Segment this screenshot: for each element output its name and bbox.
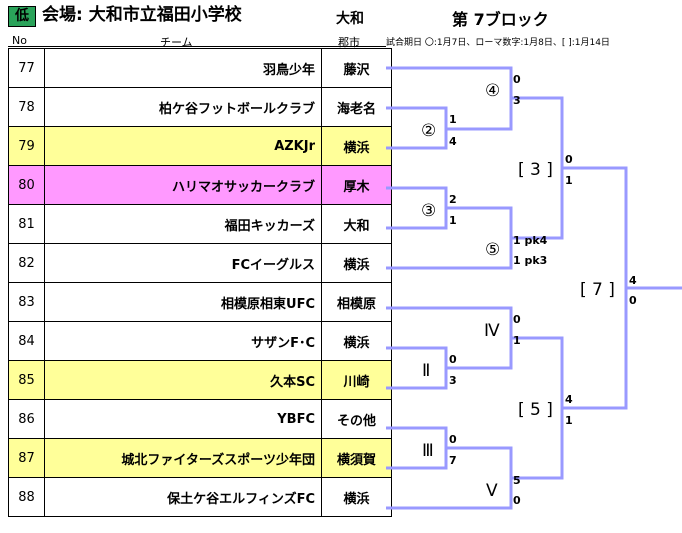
team-city: 藤沢 xyxy=(321,48,392,88)
match-label-m4: ④ xyxy=(485,81,500,101)
match-label-rIII: Ⅲ xyxy=(422,441,434,461)
match-label-rIV: Ⅳ xyxy=(484,321,500,341)
row-number: 85 xyxy=(8,360,45,400)
team-name: 保土ケ谷エルフィンズFC xyxy=(44,477,322,517)
team-city: 川崎 xyxy=(321,360,392,400)
match-label-m3: ③ xyxy=(421,201,436,221)
col-header-no: No xyxy=(12,34,27,47)
team-city: 厚木 xyxy=(321,165,392,205)
host-city: 大和 xyxy=(336,11,364,27)
header-divider xyxy=(8,46,386,47)
bracket-lines xyxy=(386,66,682,510)
team-name: YBFC xyxy=(44,399,322,439)
block-title: 第 7ブロック xyxy=(452,10,549,29)
match-label-m2: ② xyxy=(421,121,436,141)
col-header-city: 郡市 xyxy=(338,36,360,49)
bracket-line-m3 xyxy=(386,186,448,230)
team-name: FCイーグルス xyxy=(44,243,322,283)
team-city: 大和 xyxy=(321,204,392,244)
score-m5-top: 1 pk4 xyxy=(513,234,548,247)
score-s5-bottom: 1 xyxy=(565,414,573,427)
bracket-line-rII xyxy=(386,346,448,390)
score-s5-top: 4 xyxy=(565,393,573,406)
row-number: 77 xyxy=(8,48,45,88)
col-header-team: チーム xyxy=(160,36,193,49)
row-number: 84 xyxy=(8,321,45,361)
score-m4-bottom: 3 xyxy=(513,94,521,107)
match-label-rV: Ⅴ xyxy=(486,481,498,501)
level-badge: 低 xyxy=(8,6,36,27)
score-f7-bottom: 0 xyxy=(629,294,637,307)
match-label-r3: [ 3 ] xyxy=(518,160,553,180)
match-label-s5: [ 5 ] xyxy=(518,400,553,420)
score-rII-top: 0 xyxy=(449,353,457,366)
team-name: 城北ファイターズスポーツ少年団 xyxy=(44,438,322,478)
score-rIV-top: 0 xyxy=(513,313,521,326)
row-number: 82 xyxy=(8,243,45,283)
team-name: 羽鳥少年 xyxy=(44,48,322,88)
score-rV-bottom: 0 xyxy=(513,494,521,507)
score-f7-top: 4 xyxy=(629,274,637,287)
team-city: その他 xyxy=(321,399,392,439)
venue-title: 会場: 大和市立福田小学校 xyxy=(42,5,242,25)
match-label-rII: Ⅱ xyxy=(422,361,430,381)
score-rIII-top: 0 xyxy=(449,433,457,446)
row-number: 80 xyxy=(8,165,45,205)
team-city: 横浜 xyxy=(321,321,392,361)
row-number: 81 xyxy=(8,204,45,244)
score-rII-bottom: 3 xyxy=(449,374,457,387)
score-r3-top: 0 xyxy=(565,153,573,166)
date-legend: 試合期日 〇:1月7日、ローマ数字:1月8日、[ ]:1月14日 xyxy=(386,38,610,48)
score-m4-top: 0 xyxy=(513,73,521,86)
score-m2-top: 1 xyxy=(449,113,457,126)
score-rV-top: 5 xyxy=(513,474,521,487)
team-city: 横浜 xyxy=(321,126,392,166)
team-name: ハリマオサッカークラブ xyxy=(44,165,322,205)
row-number: 79 xyxy=(8,126,45,166)
team-city: 相模原 xyxy=(321,282,392,322)
score-r3-bottom: 1 xyxy=(565,174,573,187)
team-city: 横浜 xyxy=(321,243,392,283)
bracket-line-rIII xyxy=(386,426,448,470)
score-m3-bottom: 1 xyxy=(449,214,457,227)
team-name: 柏ケ谷フットボールクラブ xyxy=(44,87,322,127)
team-city: 横浜 xyxy=(321,477,392,517)
score-m3-top: 2 xyxy=(449,193,457,206)
row-number: 78 xyxy=(8,87,45,127)
match-label-f7: [ 7 ] xyxy=(580,280,615,300)
match-label-m5: ⑤ xyxy=(485,240,500,260)
team-city: 横須賀 xyxy=(321,438,392,478)
score-m2-bottom: 4 xyxy=(449,135,457,148)
score-rIV-bottom: 1 xyxy=(513,334,521,347)
score-m5-bottom: 1 pk3 xyxy=(513,254,547,267)
score-rIII-bottom: 7 xyxy=(449,454,457,467)
team-name: サザンF･C xyxy=(44,321,322,361)
bracket-line-m2 xyxy=(386,106,448,150)
team-name: 相模原相東UFC xyxy=(44,282,322,322)
